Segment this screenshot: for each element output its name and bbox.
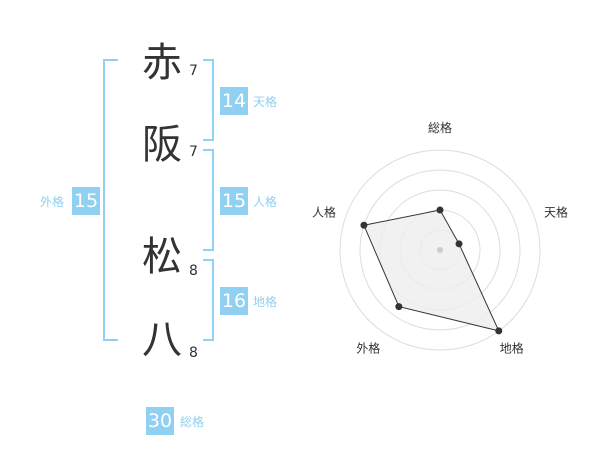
radar-point-4	[360, 221, 368, 229]
radar-center-dot	[437, 247, 443, 253]
gaikaku-label: 外格	[40, 195, 65, 209]
jinkaku-label: 人格	[253, 195, 278, 209]
radar-axis-label-3: 外格	[356, 341, 380, 356]
gaikaku-value: 15	[72, 187, 100, 215]
soukaku-value: 30	[146, 407, 174, 435]
jinkaku-value: 15	[220, 187, 248, 215]
radar-axis-label-4: 人格	[312, 204, 336, 219]
radar-point-0	[436, 206, 444, 214]
name-char-2: 阪	[142, 122, 182, 168]
radar-axis-label-0: 総格	[428, 120, 452, 135]
gaikaku-bracket	[103, 59, 118, 341]
name-char-1: 赤	[142, 40, 182, 86]
radar-ring-5	[339, 149, 541, 351]
soukaku-label: 総格	[180, 415, 205, 429]
jinkaku-bracket	[203, 149, 214, 251]
name-char-4: 八	[142, 317, 182, 363]
chikaku-value: 16	[220, 287, 248, 315]
radar-point-1	[455, 240, 463, 248]
stroke-count-1: 7	[189, 63, 198, 79]
radar-point-3	[395, 303, 403, 311]
tenkaku-bracket	[203, 59, 214, 141]
radar-axis-label-2: 地格	[500, 341, 524, 356]
radar-axis-label-1: 天格	[544, 204, 568, 219]
radar-data-polygon	[363, 209, 500, 332]
tenkaku-label: 天格	[253, 95, 278, 109]
stroke-count-2: 7	[189, 144, 198, 160]
chikaku-bracket	[203, 259, 214, 341]
stroke-count-4: 8	[189, 345, 198, 361]
radar-ring-4	[359, 169, 521, 331]
stroke-count-3: 8	[189, 263, 198, 279]
radar-point-2	[495, 327, 503, 335]
name-char-3: 松	[142, 234, 182, 280]
tenkaku-value: 14	[220, 87, 248, 115]
chikaku-label: 地格	[253, 295, 278, 309]
